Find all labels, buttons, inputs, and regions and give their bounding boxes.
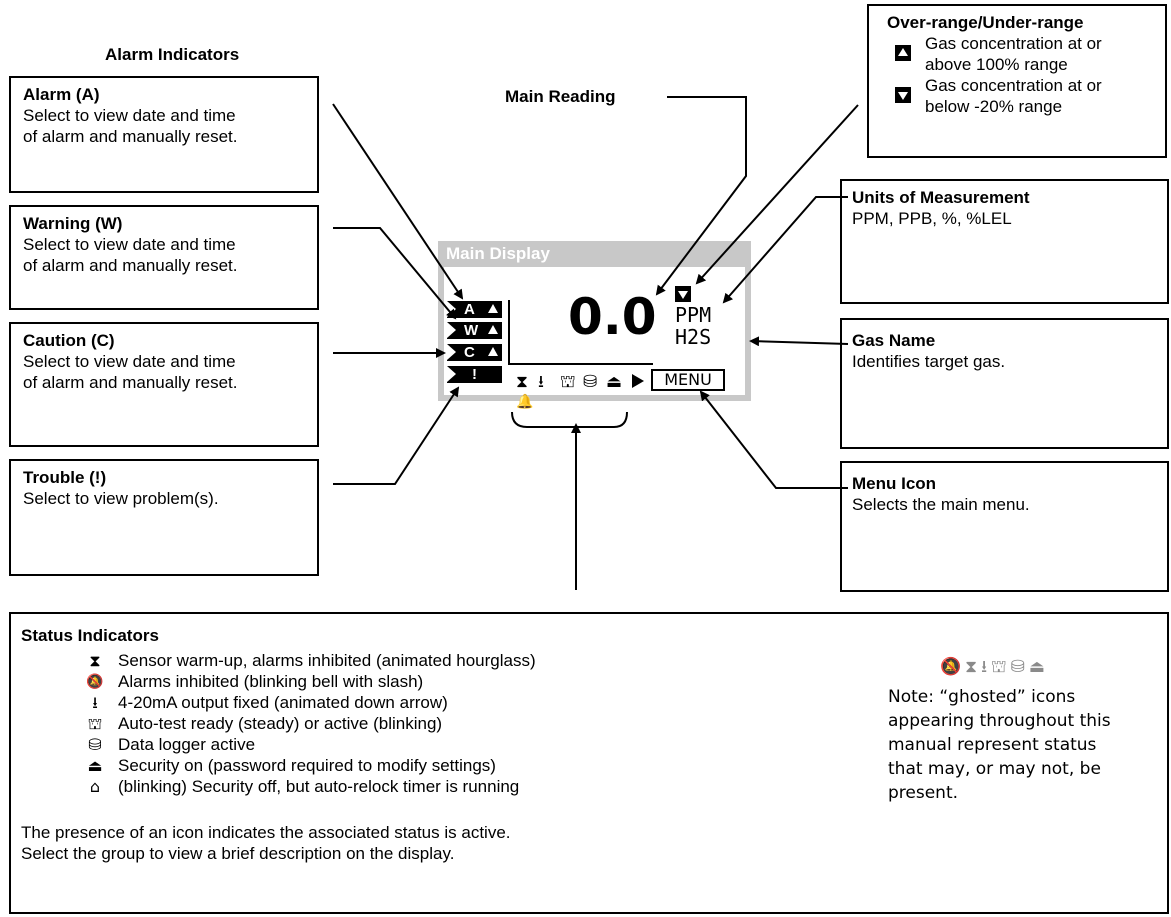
lock-closed-icon: ⏏	[87, 756, 103, 775]
bell-slash-icon: 🔕	[86, 674, 104, 690]
menu-icon-box-text: Selects the main menu.	[852, 495, 1030, 514]
unit-label: PPM	[675, 303, 712, 327]
status-indicators-box	[9, 612, 1169, 914]
gas-name-box-title: Gas Name	[852, 331, 936, 350]
status-footer-line-1: The presence of an icon indicates the as…	[21, 823, 511, 842]
up-triangle-icon	[488, 347, 498, 356]
alarm-c-button[interactable]: C	[447, 344, 502, 361]
alarm-box-line-2: of alarm and manually reset.	[23, 127, 238, 146]
under-range-icon	[895, 87, 911, 103]
alarm-w-button[interactable]: W	[447, 322, 502, 339]
bell-slash-icon[interactable]: 🔔	[516, 394, 534, 410]
warning-notch	[447, 322, 456, 338]
lock-icon[interactable]: ⏏	[606, 372, 623, 392]
alarm-indicators-heading: Alarm Indicators	[105, 45, 240, 64]
over-range-line-2: above 100% range	[925, 55, 1068, 74]
ghosted-icons: 🔕⧗⭳⛫⛁⏏	[940, 657, 1049, 677]
up-triangle-icon	[488, 304, 498, 313]
main-display-title: Main Display	[438, 241, 751, 267]
ghosted-icons-note: Note: “ghosted” icons appearing througho…	[888, 687, 1111, 803]
status-item-warmup: Sensor warm-up, alarms inhibited (animat…	[118, 651, 536, 670]
caution-box-line-1: Select to view date and time	[23, 352, 236, 371]
status-footer-line-2: Select the group to view a brief descrip…	[21, 844, 455, 863]
status-item-auto-test: Auto-test ready (steady) or active (blin…	[118, 714, 443, 733]
units-box-title: Units of Measurement	[852, 188, 1030, 207]
up-triangle-icon	[488, 325, 498, 334]
menu-icon-box: Menu Icon Selects the main menu.	[840, 461, 1169, 592]
over-range-icon	[895, 45, 911, 61]
units-box-text: PPM, PPB, %, %LEL	[852, 209, 1012, 228]
gas-name-box: Gas Name Identifies target gas.	[840, 318, 1169, 449]
warning-box-line-2: of alarm and manually reset.	[23, 256, 238, 275]
status-indicators-title: Status Indicators	[21, 626, 159, 645]
caution-box-line-2: of alarm and manually reset.	[23, 373, 238, 392]
range-box: Over-range/Under-range Gas concentration…	[867, 4, 1167, 158]
trouble-notch	[447, 366, 456, 382]
alarm-a-button[interactable]: A	[447, 301, 502, 318]
warning-box-title: Warning (W)	[23, 214, 123, 233]
menu-button[interactable]: MENU	[651, 369, 725, 391]
alarm-c-letter: C	[464, 344, 475, 361]
alarm-a-letter: A	[464, 301, 475, 318]
lock-open-icon: ⌂	[89, 777, 101, 796]
auto-test-icon: ⛫	[87, 714, 103, 733]
caution-notch	[447, 344, 456, 360]
gas-name-label: H2S	[675, 325, 712, 349]
display-divider-horizontal	[508, 363, 653, 365]
trouble-button[interactable]: !	[447, 366, 502, 383]
alarm-notch	[447, 301, 456, 317]
status-item-data-logger: Data logger active	[118, 735, 256, 754]
trouble-box-title: Trouble (!)	[23, 468, 107, 487]
cylinder-icon: ⛁	[88, 735, 102, 754]
arrow-right-icon	[632, 374, 644, 388]
cylinder-icon[interactable]: ⛁	[583, 372, 598, 392]
hourglass-icon: ⧗	[89, 651, 101, 670]
caution-box: Caution (C) Select to view date and time…	[9, 322, 319, 447]
alarm-box: Alarm (A) Select to view date and time o…	[9, 76, 319, 193]
alarm-w-letter: W	[464, 322, 479, 339]
status-item-alarms-inhibited: Alarms inhibited (blinking bell with sla…	[118, 672, 424, 691]
units-box: Units of Measurement PPM, PPB, %, %LEL	[840, 179, 1169, 304]
warning-box: Warning (W) Select to view date and time…	[9, 205, 319, 310]
down-arrow-icon: ⭳	[92, 693, 98, 712]
main-reading-value: 0.0	[568, 288, 657, 346]
down-arrow-icon[interactable]: ⭳	[538, 372, 544, 392]
warning-box-line-1: Select to view date and time	[23, 235, 236, 254]
under-range-line-2: below -20% range	[925, 97, 1063, 116]
range-box-title: Over-range/Under-range	[887, 13, 1084, 32]
trouble-box: Trouble (!) Select to view problem(s).	[9, 459, 319, 576]
display-divider-vertical	[508, 300, 510, 364]
alarm-box-line-1: Select to view date and time	[23, 106, 236, 125]
trouble-letter: !	[472, 366, 477, 383]
menu-icon-box-title: Menu Icon	[852, 474, 937, 493]
auto-test-icon[interactable]: ⛫	[560, 372, 576, 392]
gas-name-box-text: Identifies target gas.	[852, 352, 1006, 371]
hourglass-icon[interactable]: ⧗	[516, 372, 528, 392]
status-item-output-fixed: 4-20mA output fixed (animated down arrow…	[118, 693, 448, 712]
status-item-security-off: (blinking) Security off, but auto-relock…	[118, 777, 520, 796]
alarm-box-title: Alarm (A)	[23, 85, 100, 104]
trouble-box-line-1: Select to view problem(s).	[23, 489, 219, 508]
main-reading-label: Main Reading	[505, 87, 616, 106]
over-range-line-1: Gas concentration at or	[925, 34, 1102, 53]
caution-box-title: Caution (C)	[23, 331, 115, 350]
status-item-security-on: Security on (password required to modify…	[118, 756, 496, 775]
under-range-indicator-icon	[675, 286, 691, 302]
under-range-line-1: Gas concentration at or	[925, 76, 1102, 95]
